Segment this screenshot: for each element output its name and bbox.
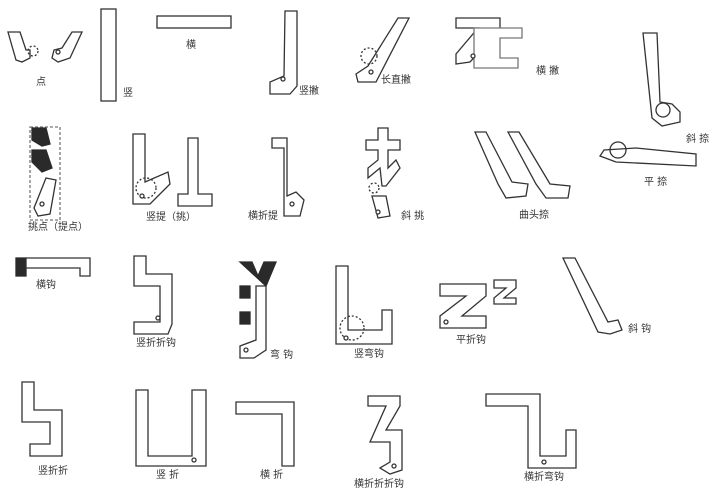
dian-stroke-shape <box>8 32 82 62</box>
shu-stroke-shape <box>101 9 116 101</box>
shu-ti-stroke-shape <box>133 134 212 206</box>
label-ti-dian: 挑点（提点） <box>28 222 88 234</box>
label-heng-zhe-ti: 横折提 <box>248 211 278 223</box>
ti-dian-stroke-shape <box>30 127 60 220</box>
label-xie-gou: 斜 钩 <box>628 324 651 336</box>
label-chang-zhi-pie: 长直撇 <box>381 75 411 87</box>
xie-gou-stroke-shape <box>563 258 622 334</box>
chang-zhi-pie-stroke-shape <box>356 18 409 82</box>
label-ping-zhe-gou: 平折钩 <box>456 335 486 347</box>
label-dian: 点 <box>36 77 46 89</box>
shu-zhe-gou-stroke-shape <box>134 256 172 334</box>
heng-zhe-ti-stroke-shape <box>272 138 304 216</box>
shu-pie-stroke-shape <box>270 11 297 94</box>
heng-zhe-wan-gou-stroke-shape <box>486 394 576 468</box>
label-shu-zhe: 竖 折 <box>156 470 179 482</box>
label-shu-pie: 竖撇 <box>299 86 319 98</box>
label-heng-gou: 横钩 <box>36 280 56 292</box>
label-shu-zhe-zhe: 竖折折 <box>38 466 68 478</box>
label-heng-pie: 横 撇 <box>536 66 559 78</box>
qu-tou-na-stroke-shape <box>475 132 570 198</box>
label-heng-zhe: 横 折 <box>260 470 283 482</box>
label-xie-tiao: 斜 挑 <box>401 211 424 223</box>
heng-stroke-shape <box>157 16 231 28</box>
shu-wan-gou-stroke-shape <box>336 266 392 344</box>
heng-zhe-zhe-zhe-gou-stroke-shape <box>368 396 402 474</box>
label-xie-na: 斜 捺 <box>686 134 709 146</box>
label-wan-gou: 弯 钩 <box>270 350 293 362</box>
shu-zhe-zhe-stroke-shape <box>22 382 62 456</box>
label-heng-zhe-zhe-zhe-gou: 横折折折钩 <box>354 479 404 491</box>
xie-na-stroke-shape <box>643 33 680 126</box>
wan-gou-stroke-shape <box>240 262 276 358</box>
heng-gou-stroke-shape <box>16 258 90 276</box>
label-qu-tou-na: 曲头捺 <box>519 210 549 222</box>
label-shu: 竖 <box>123 88 133 100</box>
label-ping-na: 平 捺 <box>644 177 667 189</box>
ping-na-stroke-shape <box>600 142 696 166</box>
label-heng: 横 <box>186 40 196 52</box>
heng-zhe-stroke-shape <box>236 402 294 466</box>
ping-zhe-gou-stroke-shape <box>440 280 516 328</box>
label-shu-ti: 竖提（挑） <box>146 212 196 224</box>
xie-tiao-stroke-shape <box>366 128 400 218</box>
shu-zhe-stroke-shape <box>136 390 206 466</box>
label-shu-wan-gou: 竖弯钩 <box>354 349 384 361</box>
label-heng-zhe-wan-gou: 横折弯钩 <box>524 472 564 484</box>
heng-pie-stroke-shape <box>456 18 522 68</box>
label-shu-zhe-gou: 竖折折钩 <box>136 338 176 350</box>
